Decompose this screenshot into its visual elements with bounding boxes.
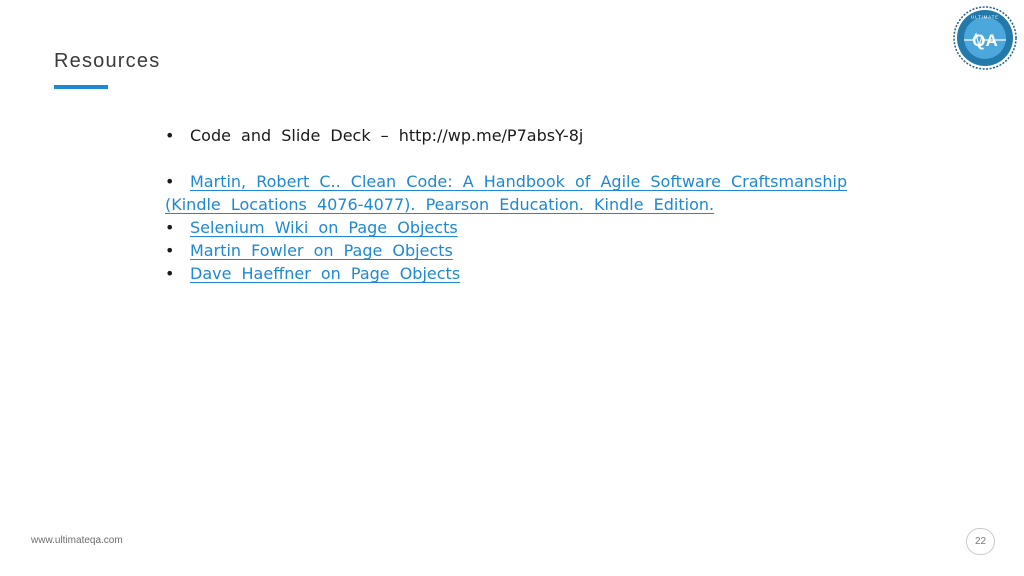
title-underline [54,85,108,89]
bullet: • [165,126,175,145]
martin-fowler-link[interactable]: Martin Fowler on Page Objects [190,241,453,260]
code-and-slide-deck-text: Code and Slide Deck – http://wp.me/P7abs… [190,126,584,145]
list-item: • Dave Haeffner on Page Objects [165,262,905,285]
bullet: • [165,218,175,237]
dave-haeffner-link[interactable]: Dave Haeffner on Page Objects [190,264,461,283]
slide-title: Resources [54,50,161,72]
list-item: • Code and Slide Deck – http://wp.me/P7a… [165,124,905,147]
selenium-wiki-link[interactable]: Selenium Wiki on Page Objects [190,218,458,237]
bullet: • [165,264,175,283]
resource-list: • Code and Slide Deck – http://wp.me/P7a… [165,124,905,285]
logo-text: QA [972,31,998,50]
bullet: • [165,241,175,260]
bullet: • [165,172,175,191]
logo-ring-text: ULTIMATE [971,15,999,20]
spacer [165,147,905,170]
list-item: • Selenium Wiki on Page Objects [165,216,905,239]
clean-code-link[interactable]: Martin, Robert C.. Clean Code: A Handboo… [165,172,848,214]
page-number: 22 [966,528,995,555]
list-item: • Martin Fowler on Page Objects [165,239,905,262]
list-item: •Martin, Robert C.. Clean Code: A Handbo… [165,170,905,216]
ultimate-qa-logo-icon: QA ULTIMATE [953,6,1017,70]
footer-url: www.ultimateqa.com [31,535,123,546]
